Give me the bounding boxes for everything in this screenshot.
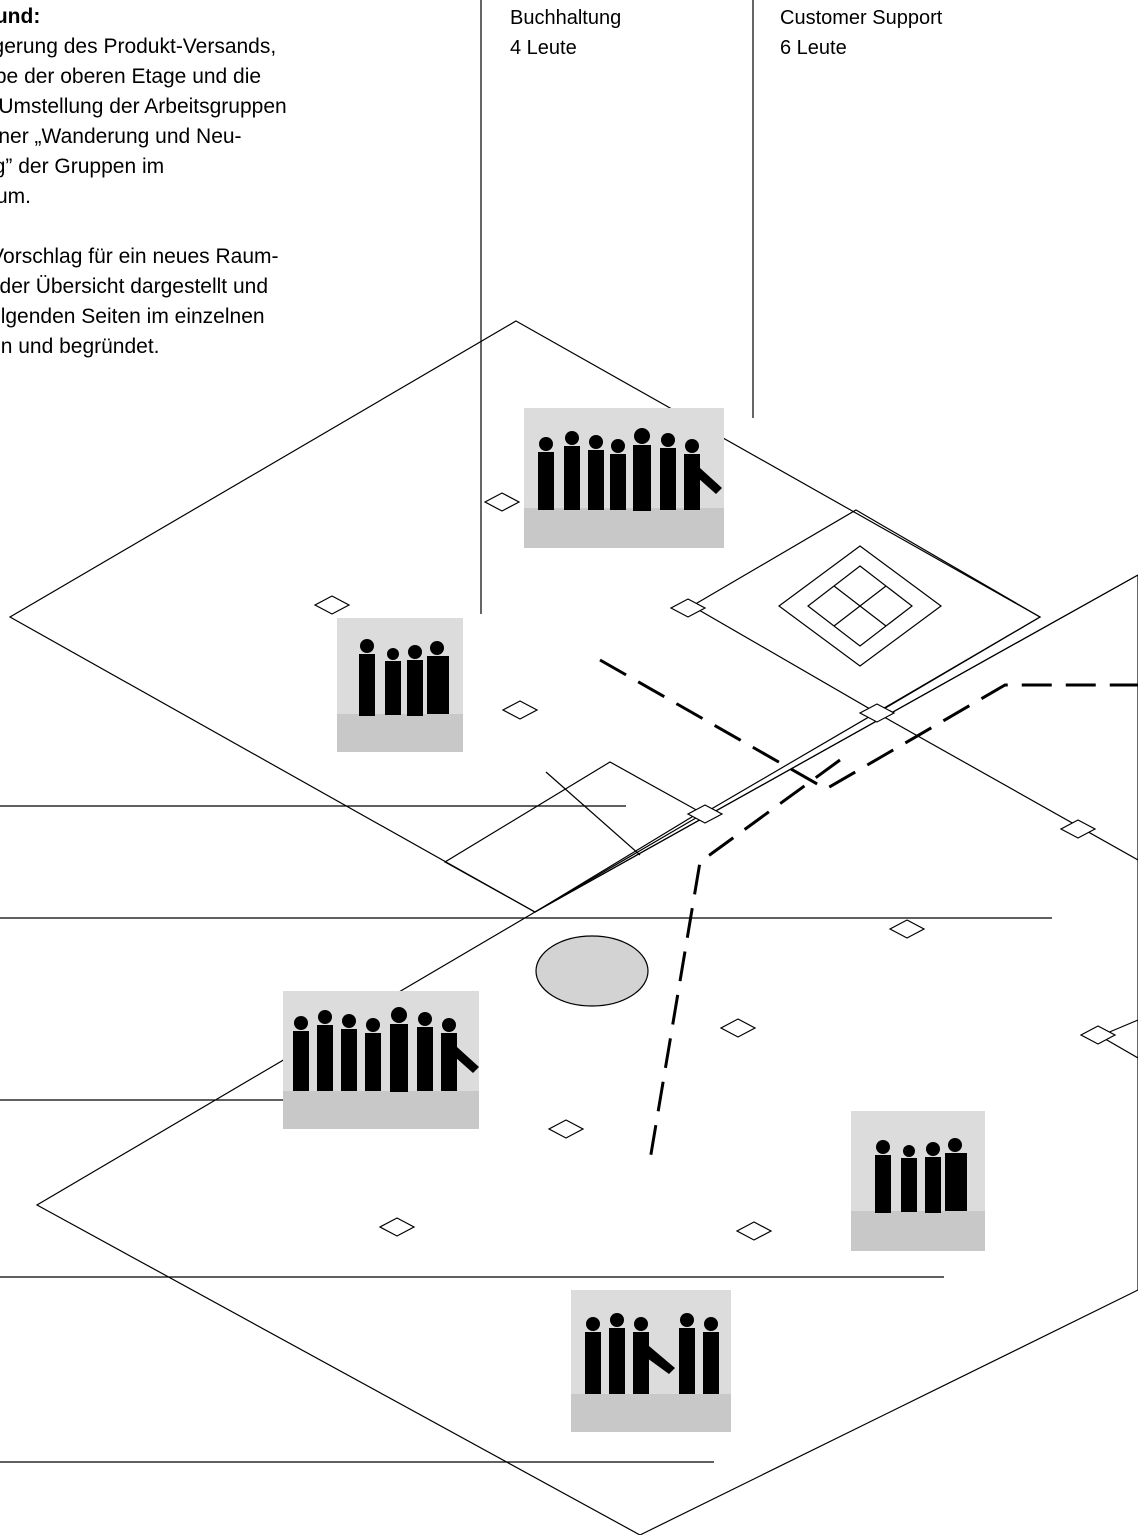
room-outline — [690, 509, 1042, 714]
people-group-photo — [524, 408, 724, 548]
workstation-diamond-icon — [1059, 819, 1097, 839]
small-room-outline — [443, 761, 702, 913]
intro-line: zu einer „Wanderung und Neu- — [0, 125, 242, 148]
workstation-diamond-icon — [669, 598, 707, 618]
workstation-diamond-icon — [501, 700, 539, 720]
department-headcount: 6 Leute — [780, 37, 847, 59]
lift-shaft-cross — [833, 585, 887, 627]
department-label-customer-support: Customer Support 6 Leute — [780, 3, 942, 63]
intro-line: ut in der Übersicht dargestellt und — [0, 275, 269, 298]
small-room-divider — [545, 771, 641, 856]
intro-line: rieben und begründet. — [0, 335, 160, 358]
inner-room-outline — [777, 545, 943, 667]
department-headcount: 4 Leute — [510, 37, 577, 59]
people-group-photo — [571, 1290, 731, 1432]
people-group-photo — [283, 991, 479, 1129]
department-name: Customer Support — [780, 7, 943, 29]
workstation-diamond-icon — [686, 804, 724, 824]
workstation-diamond-icon — [858, 703, 896, 723]
workstation-diamond-icon — [735, 1221, 773, 1241]
people-group-photo — [337, 618, 463, 752]
lift-shaft — [807, 565, 913, 647]
workstation-diamond-icon — [719, 1018, 757, 1038]
corridor-line — [876, 712, 1138, 861]
workstation-diamond-icon — [547, 1119, 585, 1139]
department-label-accounting: Buchhaltung 4 Leute — [510, 3, 621, 63]
workstation-diamond-icon — [1079, 1025, 1117, 1045]
department-name: Buchhaltung — [510, 7, 622, 29]
meeting-table-ellipse — [535, 935, 649, 1007]
people-group-photo — [851, 1111, 985, 1251]
intro-line: dlung” der Gruppen im — [0, 155, 165, 178]
route-dashed-line — [648, 758, 841, 1161]
workstation-diamond-icon — [313, 595, 351, 615]
workstation-diamond-icon — [888, 919, 926, 939]
route-dashed-line — [599, 658, 1138, 791]
intro-line: der Vorschlag für ein neues Raum- — [0, 245, 279, 268]
workstation-diamond-icon — [378, 1217, 416, 1237]
intro-line: mtraum. — [0, 185, 32, 208]
intro-line: eise Umstellung der Arbeitsgruppen — [0, 95, 287, 118]
intro-text: ergrund: uslagerung des Produkt-Versands… — [0, 2, 287, 362]
intro-line: uslagerung des Produkt-Versands, — [0, 35, 277, 58]
intro-line: ufgabe der oberen Etage und die — [0, 65, 262, 88]
corridor-line — [534, 574, 1138, 913]
workstation-diamond-icon — [483, 492, 521, 512]
intro-heading: ergrund: — [0, 5, 41, 28]
intro-line: en folgenden Seiten im einzelnen — [0, 305, 265, 328]
